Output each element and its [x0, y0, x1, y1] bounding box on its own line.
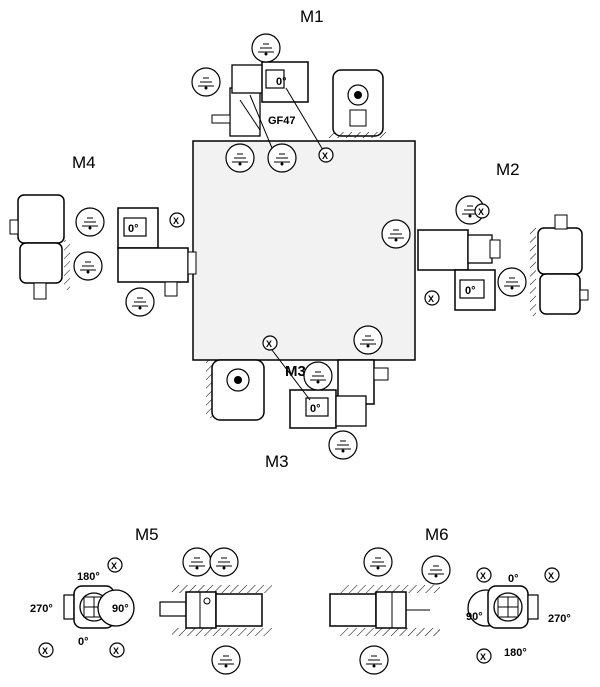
- m6-x-marker-3: [476, 648, 492, 664]
- m3-angle-label: 0°: [310, 403, 321, 415]
- m3-terminal-box: [305, 397, 329, 417]
- m6-angle-0: 0°: [508, 573, 519, 585]
- m6-vent-icon: [359, 645, 389, 675]
- position-label-m5: M5: [135, 525, 159, 544]
- m6-angle-180: 180°: [504, 647, 527, 659]
- m2-vent-icon: [497, 267, 527, 297]
- m2-gearmotor: [417, 229, 501, 311]
- m5-angle-90: 90°: [112, 603, 129, 615]
- m4-drain-icon: [73, 251, 103, 281]
- m5-front-view: [63, 585, 135, 629]
- position-label-m4: M4: [72, 153, 96, 172]
- m5-drain-icon: [209, 547, 239, 577]
- m3-x-marker: [262, 335, 278, 351]
- m5-x-marker-1: [107, 557, 123, 573]
- m2-x-text-top: X: [478, 207, 484, 217]
- m1-model-label: GF47: [268, 115, 296, 127]
- m1-terminal-box: [265, 69, 285, 89]
- mounting-base-square: [192, 140, 416, 361]
- m6-side-view: [329, 585, 440, 636]
- m6-front-view: [467, 585, 539, 629]
- m3-side-gearbox: [206, 359, 265, 421]
- m4-angle-label: 0°: [128, 223, 139, 235]
- m5-angle-180: 180°: [77, 571, 100, 583]
- m3-x-text: X: [266, 339, 272, 349]
- position-label-m6: M6: [425, 525, 449, 544]
- position-label-m2: M2: [496, 160, 520, 179]
- m2-x-marker-top: [474, 203, 490, 219]
- m6-x-marker-2: [544, 567, 560, 583]
- m5-breather-icon: [182, 547, 212, 577]
- m1-side-gearbox: [328, 69, 388, 138]
- m2-angle-label: 0°: [465, 285, 476, 297]
- m3-drain-icon: [303, 361, 333, 391]
- m1-breather-icon: [251, 33, 281, 63]
- m6-x-text-2: X: [548, 571, 554, 581]
- m5-x-text-3: X: [42, 646, 48, 656]
- m5-x-marker-3: [38, 642, 54, 658]
- m6-x-text-1: X: [480, 571, 486, 581]
- m5-x-text-1: X: [111, 561, 117, 571]
- m1-x-marker: [318, 147, 334, 163]
- m6-x-text-3: X: [480, 652, 486, 662]
- m5-angle-0: 0°: [78, 636, 89, 648]
- m5-angle-270: 270°: [30, 603, 53, 615]
- m4-side-motor: [9, 194, 70, 300]
- m1-oil-level-icon: [225, 143, 255, 173]
- position-label-m1: M1: [300, 7, 324, 26]
- m2-x-text-bottom: X: [428, 294, 434, 304]
- m2-drain-icon: [381, 219, 411, 249]
- m3-inner-label: M3: [285, 363, 306, 380]
- m6-angle-270: 270°: [548, 613, 571, 625]
- m3-breather-icon: [353, 325, 383, 355]
- m4-terminal-box: [123, 217, 147, 237]
- m1-angle-label: 0°: [276, 76, 287, 88]
- m1-x-text: X: [322, 151, 328, 161]
- m4-gearmotor: [117, 207, 197, 297]
- m2-terminal-box: [459, 279, 485, 299]
- m6-angle-90: 90°: [466, 611, 483, 623]
- m1-vent-icon: [267, 143, 297, 173]
- m1-drain-icon: [191, 67, 221, 97]
- m2-side-motor: [530, 214, 589, 316]
- m4-x-text: X: [173, 216, 179, 226]
- m4-x-marker: [169, 212, 185, 228]
- m6-x-marker-1: [476, 567, 492, 583]
- m5-vent-icon: [211, 645, 241, 675]
- m3-vent-icon: [328, 430, 358, 460]
- m5-x-text-2: X: [113, 646, 119, 656]
- m5-side-view: [159, 585, 272, 636]
- m4-vent-icon: [125, 287, 155, 317]
- m5-x-marker-2: [109, 642, 125, 658]
- m2-x-marker-bottom: [424, 290, 440, 306]
- m1-gearmotor: [211, 61, 324, 151]
- m6-breather-icon: [363, 547, 393, 577]
- m6-drain-icon: [421, 555, 451, 585]
- m4-breather-icon: [75, 207, 105, 237]
- m3-gearmotor: [289, 359, 389, 429]
- position-label-m3: M3: [265, 452, 289, 471]
